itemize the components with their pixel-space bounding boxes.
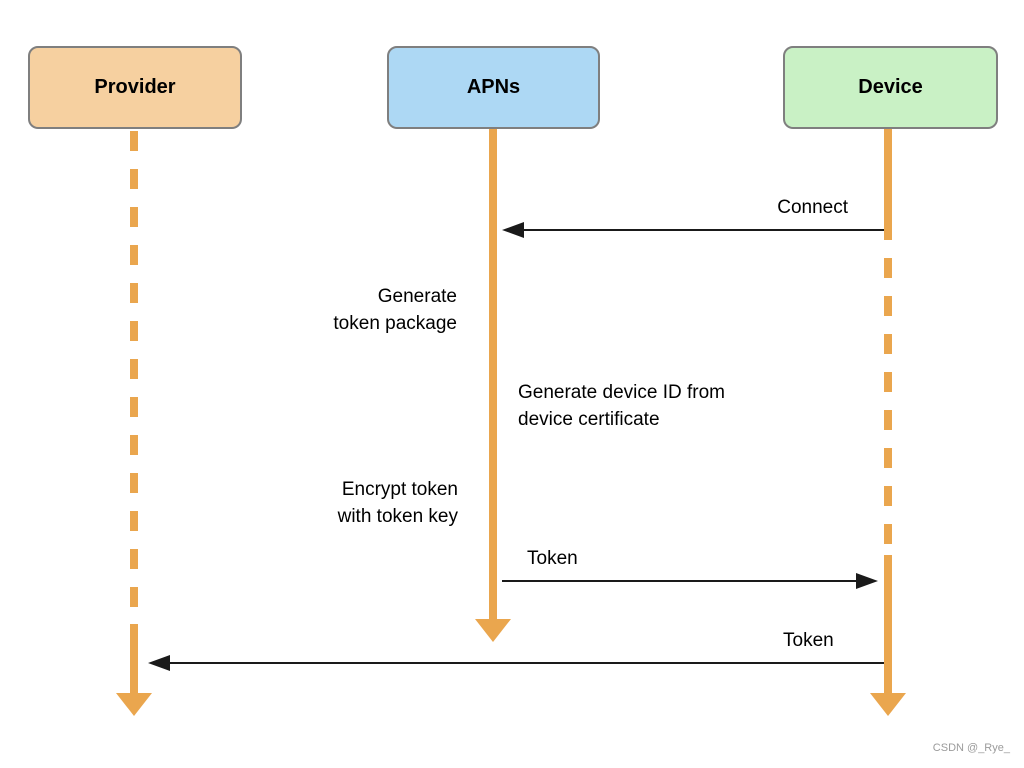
actor-box-apns: APNs (387, 46, 600, 129)
message-label-token-to-device: Token (527, 548, 578, 569)
watermark-text: CSDN @_Rye_ (932, 742, 1010, 754)
connect-arrowhead-icon (502, 222, 524, 238)
note-generate-token-package: Generate token package (333, 286, 457, 334)
message-label-connect: Connect (777, 197, 848, 218)
actor-label-apns: APNs (466, 76, 521, 98)
token-to-device-arrowhead-icon (856, 573, 878, 589)
note-encrypt-token: Encrypt token with token key (337, 479, 458, 527)
apns-lifeline-arrowhead-icon (475, 619, 511, 642)
device-lifeline-arrowhead-icon (870, 693, 906, 716)
token-to-provider-arrowhead-icon (148, 655, 170, 671)
actor-label-provider: Provider (94, 76, 176, 98)
actor-box-device: Device (783, 46, 998, 129)
message-label-token-to-provider: Token (783, 630, 834, 651)
actor-label-device: Device (858, 76, 923, 98)
note-generate-device-id: Generate device ID from device certifica… (518, 382, 725, 430)
provider-lifeline-arrowhead-icon (116, 693, 152, 716)
actor-box-provider: Provider (28, 46, 242, 129)
